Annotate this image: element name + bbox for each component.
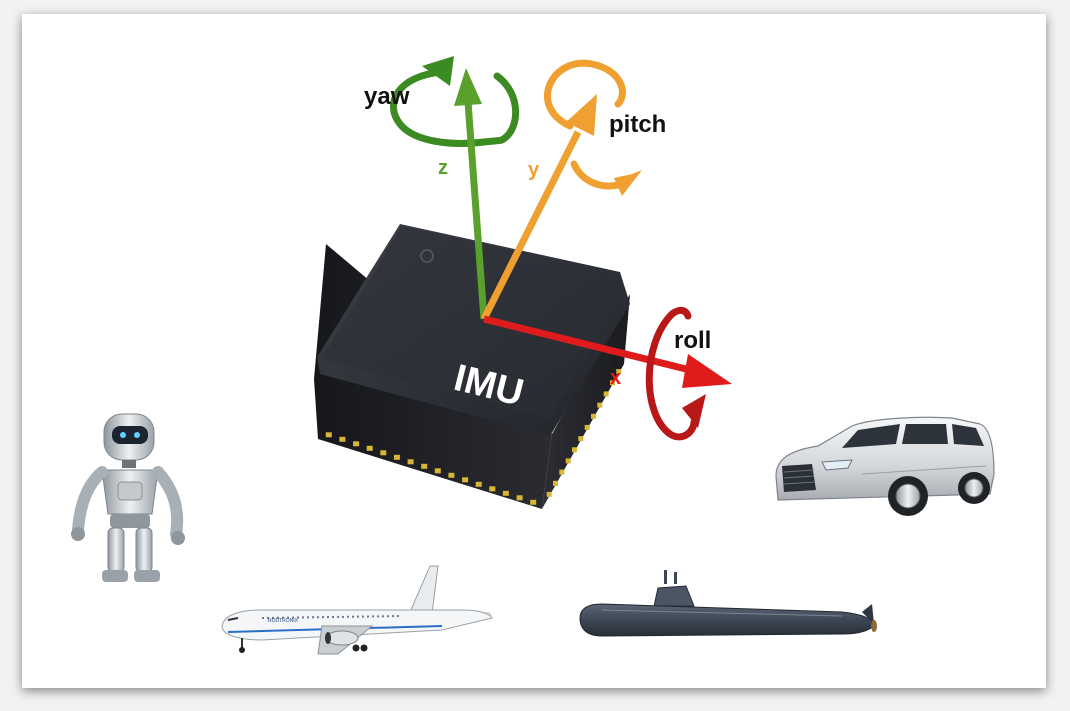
x-axis-arrow	[483, 315, 732, 388]
chip-pad	[366, 445, 373, 451]
airplane-image: RODTRONIX	[221, 565, 493, 655]
chip-pad	[339, 436, 346, 442]
roll-rotation-arrow	[645, 306, 706, 441]
pin1-marker	[420, 249, 434, 263]
chip-pad	[530, 499, 537, 505]
imu-diagram: IMU yaw pitch roll z y x	[71, 56, 995, 655]
car-image	[775, 416, 995, 516]
chip-pad	[553, 480, 558, 486]
diagram-frame: IMU yaw pitch roll z y x	[22, 14, 1046, 688]
chip-pad	[434, 468, 441, 474]
chip-pad	[516, 495, 523, 501]
chip-pad	[407, 459, 414, 465]
chip-pad	[353, 441, 360, 447]
chip-pad	[489, 486, 496, 492]
chip-pad	[559, 469, 565, 475]
chip-pad	[380, 450, 387, 456]
pitch-label: pitch	[609, 111, 666, 138]
chip-pad	[475, 481, 482, 487]
chip-pad	[597, 402, 603, 408]
pitch-rotation-arrow	[544, 59, 642, 196]
roll-label: roll	[674, 327, 711, 354]
y-axis-arrow	[480, 94, 597, 321]
chip-pad	[546, 491, 552, 497]
chip-pad	[565, 458, 571, 464]
chip-pad	[584, 424, 590, 430]
chip-pad	[603, 391, 609, 397]
chip-pad	[421, 463, 428, 469]
chip-pad	[616, 369, 622, 375]
chip-pad	[393, 454, 400, 460]
y-axis-label: y	[528, 159, 540, 181]
yaw-rotation-arrow	[389, 56, 520, 147]
submarine-image	[579, 570, 877, 637]
chip-pad	[448, 472, 455, 478]
chip-pad	[572, 447, 577, 453]
chip-pad	[462, 477, 469, 483]
z-axis-label: z	[438, 157, 448, 179]
x-axis-label: x	[610, 367, 621, 389]
robot-image	[71, 413, 185, 582]
chip-pad	[591, 413, 596, 419]
chip-pad	[578, 436, 584, 442]
airplane-livery: RODTRONIX	[268, 618, 299, 624]
imu-chip: IMU	[314, 224, 630, 509]
chip-pads	[325, 369, 622, 505]
yaw-label: yaw	[364, 83, 410, 110]
chip-pad	[610, 380, 615, 386]
chip-pad	[325, 432, 332, 438]
chip-pad	[502, 490, 509, 496]
z-axis-arrow	[454, 68, 488, 320]
